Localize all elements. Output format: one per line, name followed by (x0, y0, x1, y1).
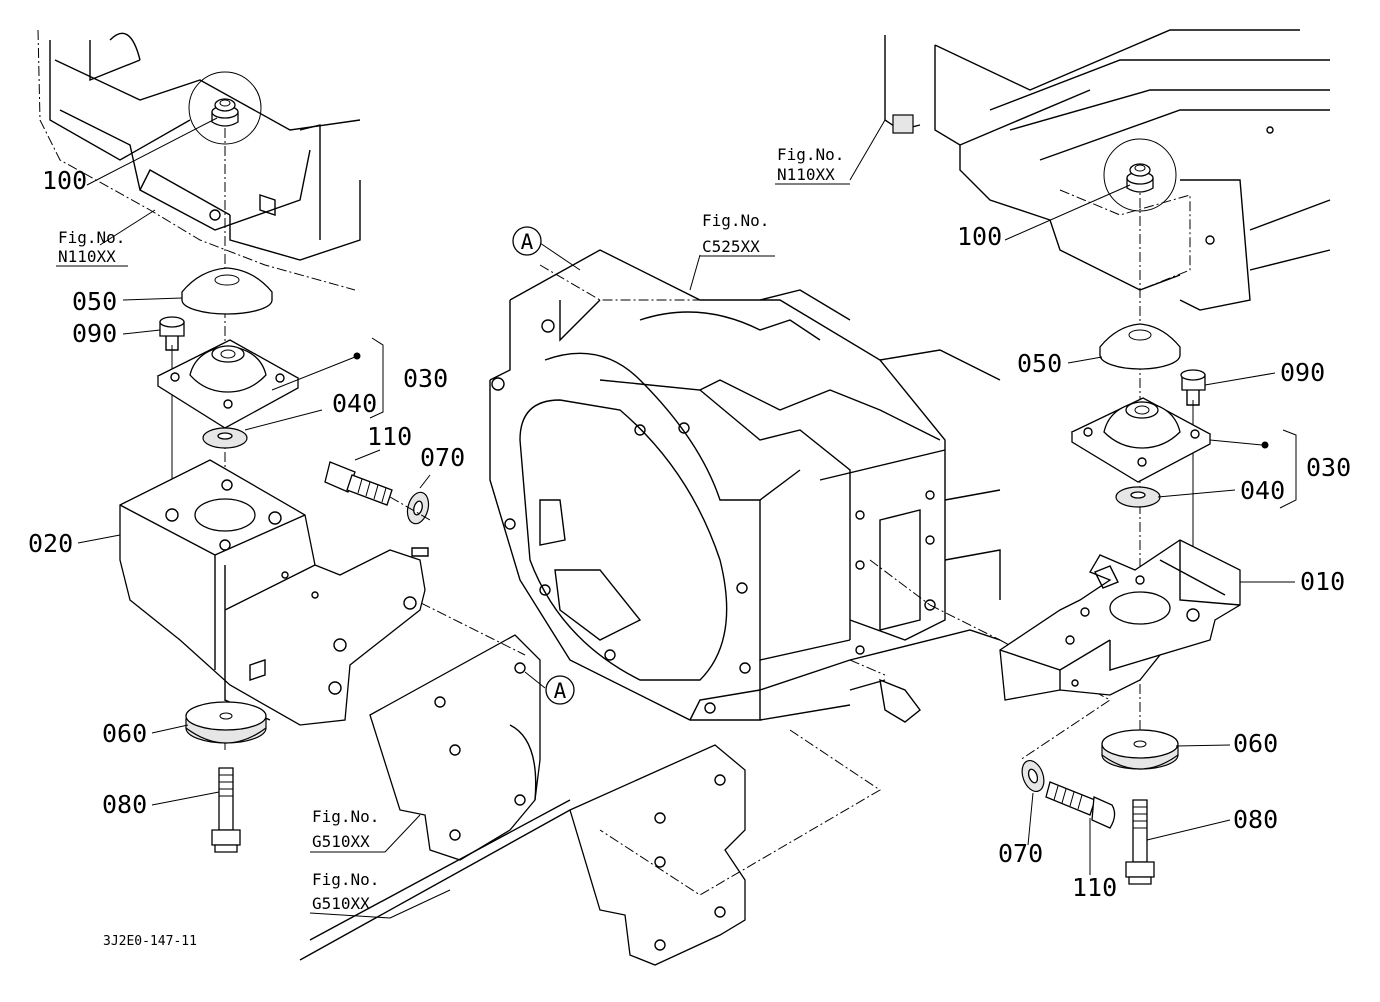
left-mount-stack (119, 71, 431, 853)
right-mount-030 (1070, 397, 1212, 483)
left-cushion-050 (181, 267, 273, 315)
drawing-code: 3J2E0-147-11 (103, 934, 197, 949)
fig-ref-n110-right: Fig.No. N110XX (775, 145, 850, 185)
label-left-110: 110 (367, 422, 412, 451)
right-mount-stack (999, 138, 1241, 885)
label-left-050: 050 (72, 287, 117, 316)
label-right-060: 060 (1233, 729, 1278, 758)
fig-ref-c525: Fig.No. C525XX (700, 211, 775, 257)
right-washer-060 (1101, 729, 1179, 770)
svg-text:G510XX: G510XX (312, 832, 370, 851)
view-marker-a-top: A (512, 226, 542, 256)
fig-ref-g510-upper: Fig.No. G510XX (310, 807, 385, 853)
label-right-080: 080 (1233, 805, 1278, 834)
left-mount-030 (156, 339, 300, 429)
fig-ref-g510-lower: Fig.No. G510XX (309, 870, 391, 919)
housing-bolt-holes (491, 319, 936, 714)
svg-text:Fig.No.: Fig.No. (702, 211, 769, 230)
svg-text:A: A (521, 230, 534, 254)
label-left-080: 080 (102, 790, 147, 819)
right-nut-100 (1126, 163, 1154, 193)
svg-text:N110XX: N110XX (58, 247, 116, 266)
label-left-090: 090 (72, 319, 117, 348)
fig-ref-n110-left: Fig.No. N110XX (56, 228, 128, 267)
label-left-060: 060 (102, 719, 147, 748)
leader-lines (77, 117, 1297, 919)
view-marker-a-bottom: A (545, 675, 575, 705)
label-right-050: 050 (1017, 349, 1062, 378)
left-bolt-080 (211, 767, 241, 853)
left-bracket-020 (119, 459, 429, 726)
right-bolt-110 (1045, 781, 1116, 829)
left-bolt-110 (324, 461, 393, 506)
svg-text:Fig.No.: Fig.No. (312, 807, 379, 826)
right-cushion-050 (1099, 323, 1181, 370)
svg-text:G510XX: G510XX (312, 894, 370, 913)
label-left-040: 040 (332, 389, 377, 418)
left-frame-rail (37, 29, 361, 291)
left-part-labels: 100 050 090 030 040 110 070 020 060 080 (28, 166, 465, 819)
svg-text:N110XX: N110XX (777, 165, 835, 184)
left-nut-100 (211, 98, 239, 127)
right-frame-rail (884, 29, 1331, 311)
label-left-020: 020 (28, 529, 73, 558)
right-part-labels: 100 050 090 030 040 010 060 080 070 110 (957, 222, 1351, 902)
left-bolt-090 (159, 316, 185, 351)
front-axle-plate-lower (299, 744, 746, 966)
left-washer-060 (185, 701, 267, 744)
label-right-040: 040 (1240, 476, 1285, 505)
label-right-110: 110 (1072, 873, 1117, 902)
transmission-housing (489, 249, 1001, 723)
right-bolt-080 (1125, 799, 1155, 885)
svg-text:Fig.No.: Fig.No. (312, 870, 379, 889)
label-right-030: 030 (1306, 453, 1351, 482)
label-right-100: 100 (957, 222, 1002, 251)
label-left-100: 100 (42, 166, 87, 195)
svg-text:C525XX: C525XX (702, 237, 760, 256)
svg-text:A: A (554, 679, 567, 703)
right-bracket-010 (999, 539, 1241, 701)
label-right-070: 070 (998, 839, 1043, 868)
label-left-030: 030 (403, 364, 448, 393)
svg-text:Fig.No.: Fig.No. (58, 228, 125, 247)
front-axle-plate-upper (369, 634, 541, 861)
label-right-090: 090 (1280, 358, 1325, 387)
label-left-070: 070 (420, 443, 465, 472)
label-right-010: 010 (1300, 567, 1345, 596)
right-bolt-090 (1180, 369, 1206, 406)
svg-text:Fig.No.: Fig.No. (777, 145, 844, 164)
